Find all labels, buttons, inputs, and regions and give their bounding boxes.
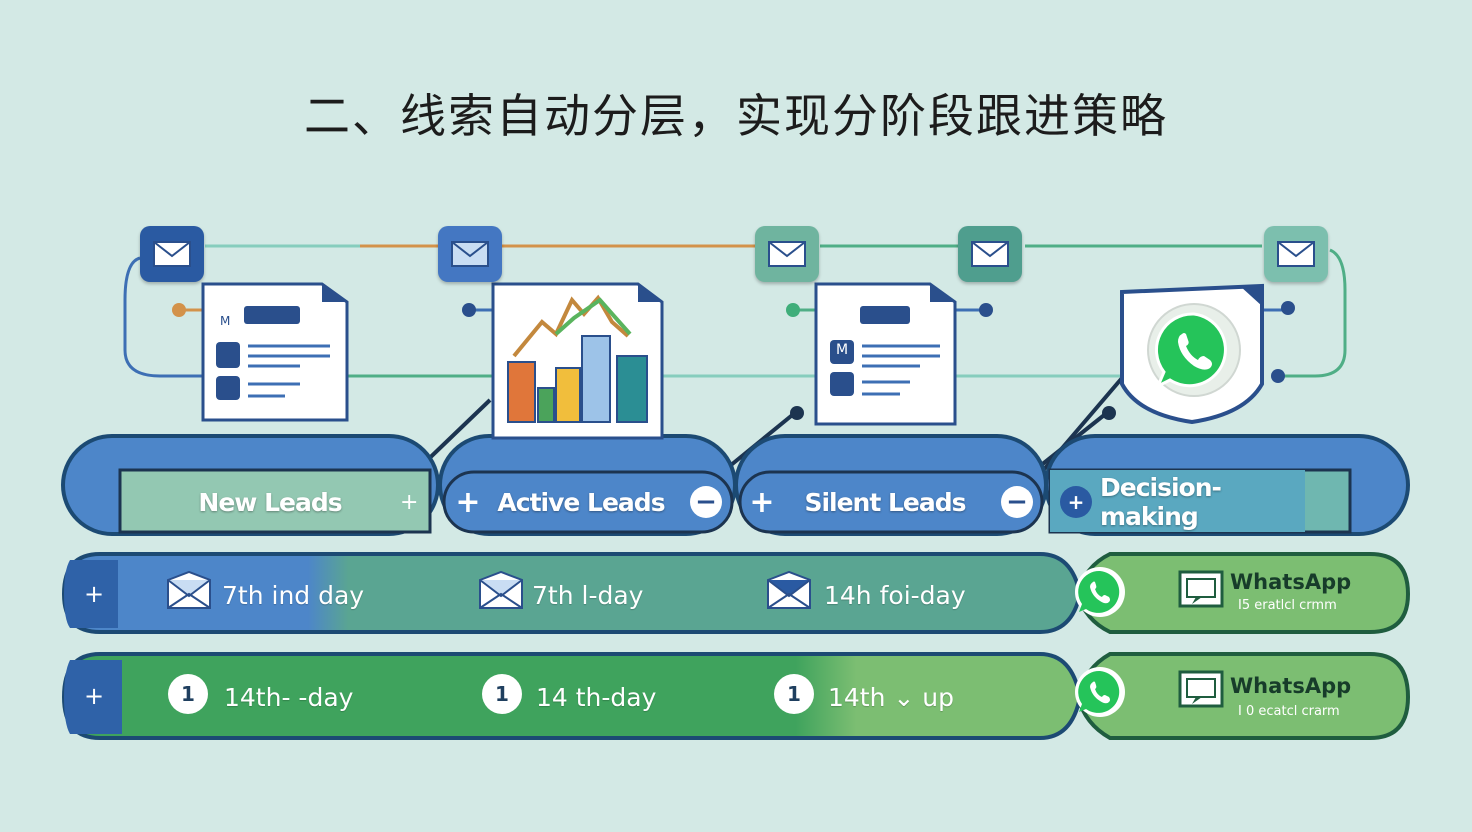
page-title: 二、线索自动分层，实现分阶段跟进策略 <box>304 89 1168 143</box>
stage-active-minus[interactable]: − <box>690 486 722 518</box>
row2-item: 14th ⌄ up <box>828 682 955 712</box>
envelope-icon <box>140 226 204 282</box>
connector-dot <box>979 303 993 317</box>
envelope-icon <box>1264 226 1328 282</box>
stage-decision-making[interactable]: Decision-making <box>1100 473 1222 531</box>
stage-silent-plus[interactable]: + <box>749 484 775 520</box>
connector-dot <box>1102 406 1116 420</box>
connector-dot <box>1271 369 1285 383</box>
row1-whatsapp-subtitle: I5 eratlcl crmm <box>1238 598 1337 613</box>
row1-plus-button[interactable]: + <box>84 580 105 608</box>
connector-dot <box>172 303 186 317</box>
whatsapp-icon <box>1074 566 1126 622</box>
envelope-icon <box>438 226 502 282</box>
row1-item: 7th l-day <box>532 580 644 610</box>
whatsapp-icon <box>1152 308 1236 392</box>
envelope-icon <box>958 226 1022 282</box>
document-icon: M <box>220 314 231 328</box>
stage-active-leads[interactable]: Active Leads <box>497 487 665 517</box>
row1-whatsapp-title[interactable]: WhatsApp <box>1230 570 1352 594</box>
row2-plus-button[interactable]: + <box>84 682 105 710</box>
chat-icon <box>1178 570 1224 610</box>
envelope-icon <box>755 226 819 282</box>
envelope-icon <box>766 570 812 614</box>
envelope-icon <box>478 570 524 614</box>
envelope-icon <box>166 570 212 614</box>
row2-item: 14th- -day <box>224 682 354 712</box>
stage-active-plus[interactable]: + <box>455 484 481 520</box>
step-number-badge: 1 <box>482 674 522 714</box>
stage-silent-leads[interactable]: Silent Leads <box>804 487 966 517</box>
chat-icon <box>1178 670 1224 710</box>
row2-whatsapp-subtitle: I 0 ecatcl crarm <box>1238 704 1340 719</box>
connector-dot <box>790 406 804 420</box>
whatsapp-icon <box>1074 666 1126 722</box>
connector-dot <box>786 303 800 317</box>
stage-silent-minus[interactable]: − <box>1001 486 1033 518</box>
stage-decision-plus[interactable]: + <box>1060 486 1092 518</box>
step-number-badge: 1 <box>774 674 814 714</box>
row1-item: 7th ind day <box>222 580 365 610</box>
connector-dot <box>462 303 476 317</box>
row2-whatsapp-title[interactable]: WhatsApp <box>1230 674 1352 698</box>
step-number-badge: 1 <box>168 674 208 714</box>
document-icon: M <box>836 342 849 358</box>
connector-dot <box>1281 301 1295 315</box>
stage-new-leads-plus[interactable]: + <box>400 490 419 515</box>
row2-item: 14 th-day <box>536 682 657 712</box>
stage-new-leads[interactable]: New Leads <box>198 487 342 517</box>
row1-item: 14h foi-day <box>824 580 966 610</box>
